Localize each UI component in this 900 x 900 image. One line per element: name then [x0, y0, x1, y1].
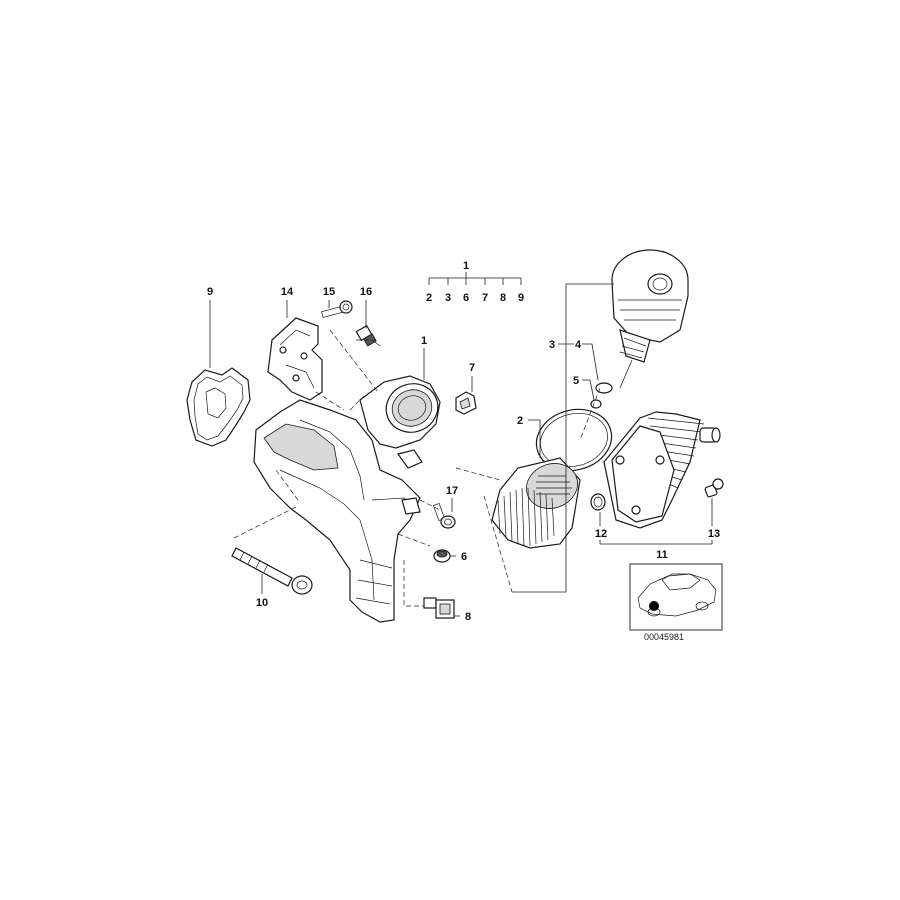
callout-2: 2 [517, 415, 523, 427]
callout-3: 3 [549, 339, 555, 351]
bolt-part-10 [231, 547, 313, 595]
housing-part [253, 375, 441, 623]
bracket-part [267, 317, 323, 401]
vehicle-locator-inset [629, 563, 723, 631]
plug-part-6 [433, 549, 451, 563]
callout-9: 9 [207, 286, 213, 298]
callout-1: 1 [421, 335, 427, 347]
filter-part-2 [491, 408, 613, 549]
cap-part-7 [455, 391, 477, 415]
oil-cooler-part [603, 411, 721, 529]
gasket-part [186, 367, 251, 447]
reference-number: 00045981 [644, 632, 684, 642]
callout-4: 4 [575, 339, 582, 351]
callout-14: 14 [281, 286, 294, 298]
callout-12: 12 [595, 528, 607, 540]
callout-7: 7 [469, 362, 475, 374]
group-member: 8 [500, 292, 506, 304]
callout-15: 15 [323, 286, 335, 298]
sensor-part-16 [355, 324, 381, 347]
filter-cover-part [590, 249, 689, 409]
group-member: 7 [482, 292, 488, 304]
group-header: 1 2 3 6 7 8 9 [426, 260, 524, 304]
screw-part-13 [704, 478, 724, 498]
group-member: 6 [463, 292, 469, 304]
bolt-part-15 [321, 300, 353, 318]
o-ring-part-12 [590, 493, 606, 511]
group-member: 3 [445, 292, 451, 304]
callout-13: 13 [708, 528, 720, 540]
bolt-part-17 [432, 503, 456, 529]
callout-6: 6 [461, 551, 467, 563]
callout-17: 17 [446, 485, 458, 497]
group-member: 9 [518, 292, 524, 304]
group-member: 2 [426, 292, 432, 304]
callout-11: 11 [656, 549, 668, 561]
locator-dot [649, 601, 659, 611]
callout-16: 16 [360, 286, 372, 298]
group-label: 1 [463, 260, 469, 272]
callout-5: 5 [573, 375, 579, 387]
sensor-part-8 [423, 597, 455, 619]
callout-10: 10 [256, 597, 268, 609]
callout-8: 8 [465, 611, 471, 623]
